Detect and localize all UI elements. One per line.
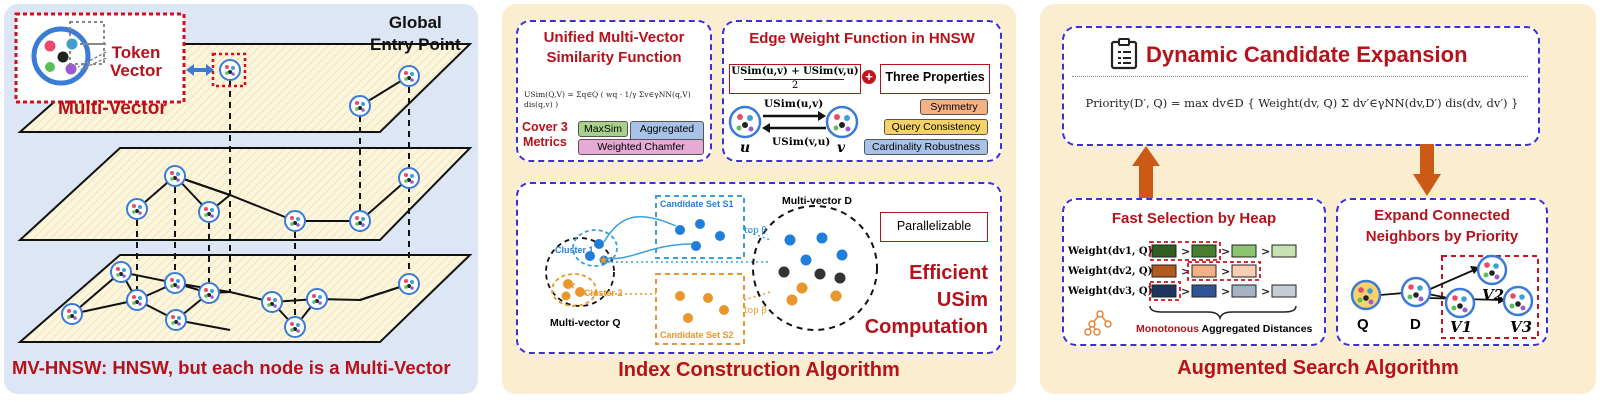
expand-neighbors-title: Expand Connected Neighbors by Priority [1365,207,1519,245]
aggregated-distances-word: Aggregated Distances [1198,323,1313,335]
multi-vector-d-label: Multi-vector D [782,195,853,207]
candidate-set-1-label: Candidate Set S1 [660,199,734,209]
cover-metrics-label: Cover 3 Metrics [522,120,568,149]
three-properties-label: Three Properties [885,70,985,84]
uv-edge-diagram [728,105,859,139]
weight-label-3: Weight(dv3, Q) [1068,286,1153,297]
top-beta-2-label: top β [744,306,767,316]
weight-label-2: Weight(dv2, Q) [1068,266,1153,277]
usim-vu-label: USim(v,u) [772,136,831,148]
edge-formula-den: 2 [791,80,799,91]
usim-formula: USim(Q,V) = Σq∈Q ( wq · 1/γ Σv∈γNN(q,V) … [524,90,691,109]
svg-text:>: > [1261,285,1270,298]
edge-formula-num: USim(u,v) + USim(v,u) [731,66,859,77]
monotonous-word: Monotonous [1136,323,1199,335]
priority-formula: Priority(D′, Q) = max dv∈D { Weight(dv, … [1085,96,1519,110]
dynamic-expansion-box [1062,26,1540,146]
panel3-caption: Augmented Search Algorithm [1177,357,1459,379]
token-vector-label: Token Vector [110,43,162,80]
svg-text:>: > [1221,245,1230,258]
cluster-2-label: Cluster 2 [584,288,623,298]
property-query-consistency: Query Consistency [884,119,988,135]
usim-title: Unified Multi-Vector Similarity Function [543,29,685,66]
efficient-usim-label: Efficient USim Computation [864,262,988,338]
panel1-caption: MV-HNSW: HNSW, but each node is a Multi-… [12,357,451,378]
parallelizable-box [880,212,988,242]
layer-bottom [17,254,473,343]
svg-text:>: > [1261,245,1270,258]
svg-text:>: > [1221,265,1230,278]
parallelizable-label: Parallelizable [896,219,972,233]
svg-text:>: > [1221,285,1230,298]
tree-icon [1084,310,1112,336]
fast-selection-title: Fast Selection by Heap [1111,210,1277,227]
efficient-usim-diagram: ★ ★ [545,195,878,345]
svg-text:>: > [1181,245,1190,258]
candidate-set-2-label: Candidate Set S2 [660,330,734,340]
edge-weight-title: Edge Weight Function in HNSW [749,30,975,47]
top-beta-1-label: top β [744,226,767,236]
node-u-label: u [740,140,751,156]
monotonous-label: Monotonous Aggregated Distances [1136,323,1312,335]
plus-icon: + [862,70,876,84]
hnsw-layers-diagram [14,12,473,343]
property-cardinality: Cardinality Robustness [864,139,988,155]
metric-weighted-chamfer: Weighted Chamfer [578,139,704,155]
panel2-caption: Index Construction Algorithm [618,359,900,381]
three-properties-box [880,64,990,94]
node-q-label: Q [1357,316,1369,333]
clipboard-icon [1110,38,1138,70]
svg-text:★: ★ [566,278,577,292]
usim-uv-label: USim(u,v) [764,98,824,110]
divider [1072,76,1528,77]
dynamic-expansion-title: Dynamic Candidate Expansion [1146,42,1468,67]
node-v3-label: V3 [1510,318,1533,336]
efficient-usim-box [516,182,1002,354]
node-v1-label: V1 [1450,318,1473,336]
weight-label-1: Weight(dv1, Q) [1068,246,1153,257]
node-v2-label: V2 [1482,286,1505,304]
svg-text:>: > [1181,285,1190,298]
multi-vector-q-label: Multi-vector Q [550,317,621,329]
svg-text:>: > [1181,265,1190,278]
cluster-1-label: Cluster 1 [555,245,594,255]
node-v-label: v [837,140,846,156]
node-d-label: D [1410,316,1421,333]
metric-maxsim: MaxSim [578,121,628,137]
fraction-bar [744,79,844,80]
property-symmetry: Symmetry [920,99,988,115]
svg-text:★: ★ [598,253,609,267]
multi-vector-label: Multi-Vector [58,98,167,119]
global-entry-point-label: Global Entry Point [370,13,461,54]
